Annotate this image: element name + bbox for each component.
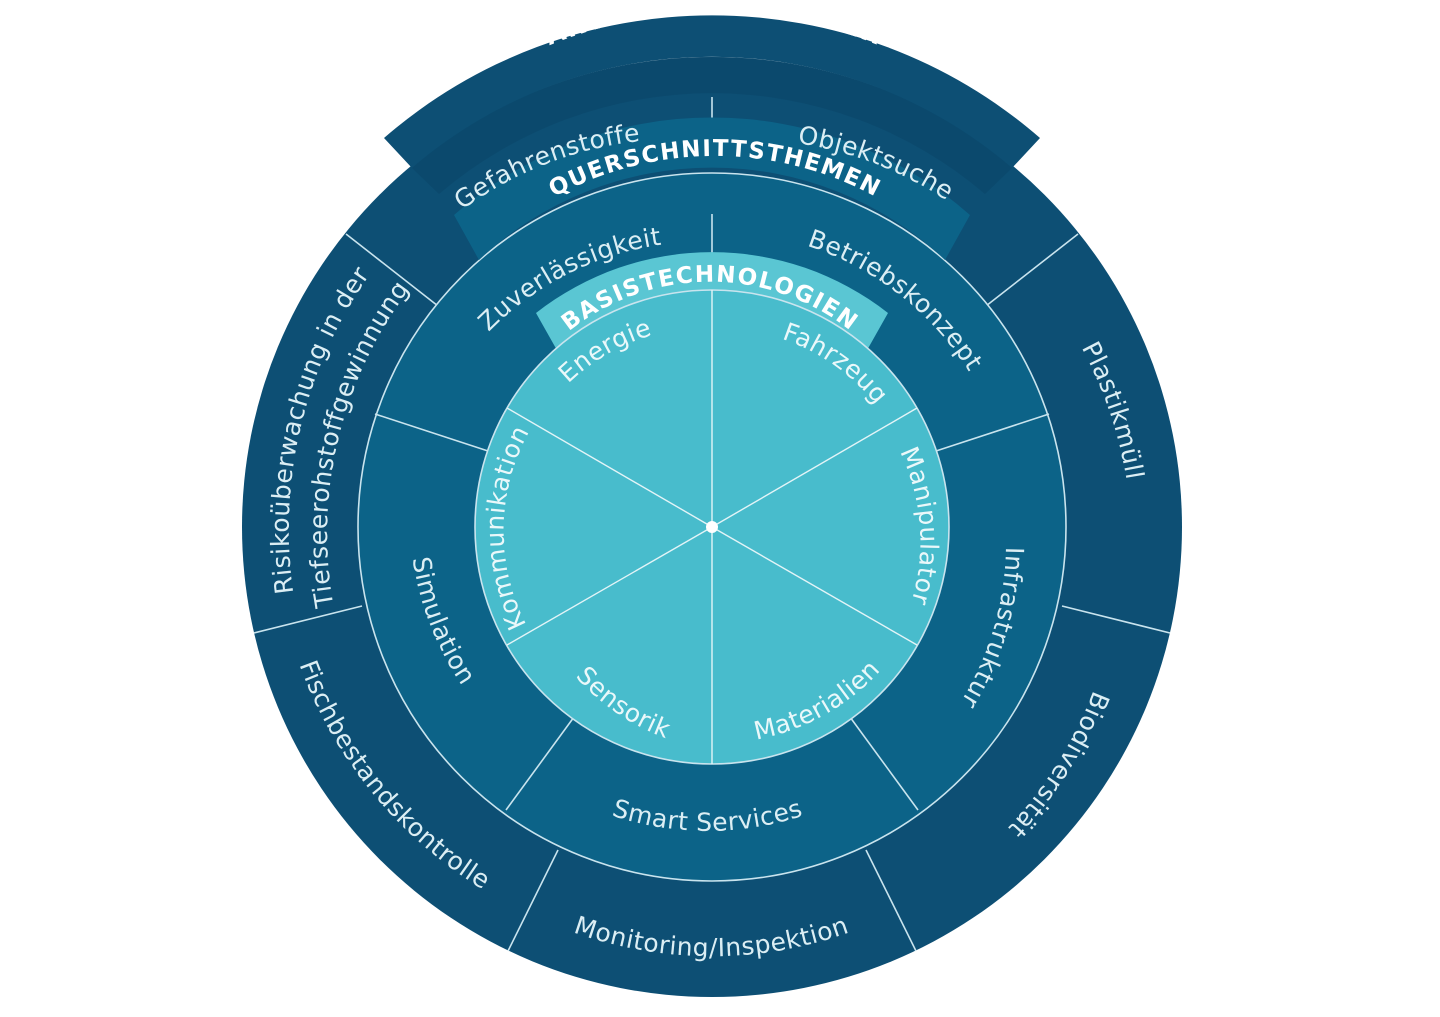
middle-divider xyxy=(935,413,1050,452)
inner-divider xyxy=(711,526,918,646)
center-dot xyxy=(706,521,718,533)
inner-divider xyxy=(506,407,713,528)
inner-divider xyxy=(506,526,713,646)
middle-divider xyxy=(849,716,919,811)
outer-divider xyxy=(345,233,439,307)
outer-ring-top-tab-shade xyxy=(412,56,1012,195)
middle-divider xyxy=(374,413,489,452)
inner-top-tab xyxy=(536,252,888,352)
outer-divider xyxy=(1061,605,1171,634)
outer-divider xyxy=(985,233,1079,307)
outer-divider xyxy=(507,849,559,952)
outer-divider xyxy=(865,849,917,952)
inner-divider xyxy=(711,407,918,528)
outer-ring-top-tab xyxy=(384,15,1040,168)
middle-ring-top-tab xyxy=(454,117,970,260)
outer-divider xyxy=(253,605,363,634)
middle-divider xyxy=(505,716,575,811)
ring-basistechnologien xyxy=(474,252,950,765)
